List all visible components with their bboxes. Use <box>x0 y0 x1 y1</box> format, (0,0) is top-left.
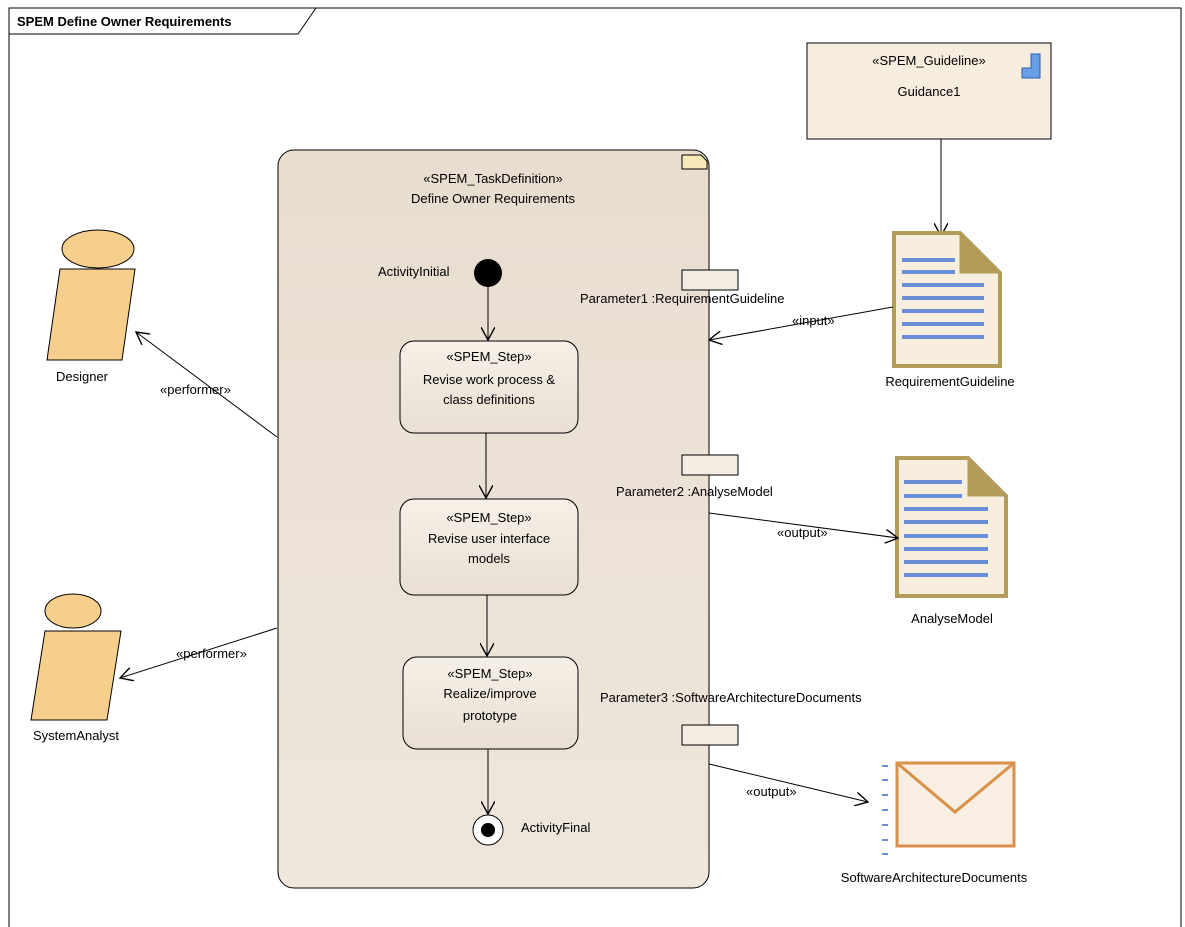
step-name-line1: Realize/improve <box>443 686 536 701</box>
diagram-frame: SPEM Define Owner Requirements <box>8 7 1182 927</box>
step-name-line2: prototype <box>463 708 517 723</box>
step-stereotype: «SPEM_Step» <box>446 510 531 525</box>
parameter-1-name: Parameter1 :RequirementGuideline <box>580 291 785 306</box>
actor-system-analyst[interactable]: SystemAnalyst <box>30 593 122 743</box>
step-name-line2: models <box>468 551 510 566</box>
activity-initial[interactable]: ActivityInitial <box>378 259 502 287</box>
product-requirement-guideline-name: RequirementGuideline <box>885 374 1014 389</box>
step-1[interactable]: «SPEM_Step» Revise work process & class … <box>399 340 579 434</box>
guideline-stereotype: «SPEM_Guideline» <box>872 53 985 68</box>
performer-association-1: «performer» <box>136 332 278 438</box>
parameter-3[interactable]: Parameter3 :SoftwareArchitectureDocument… <box>600 690 862 746</box>
note-icon <box>681 154 708 170</box>
actor-system-analyst-name: SystemAnalyst <box>33 728 119 743</box>
input-label: «input» <box>792 313 835 328</box>
guideline-icon <box>1021 53 1041 79</box>
step-stereotype: «SPEM_Step» <box>446 349 531 364</box>
guideline-name: Guidance1 <box>898 84 961 99</box>
guideline-box[interactable]: «SPEM_Guideline» Guidance1 <box>806 42 1052 140</box>
parameter-1[interactable]: Parameter1 :RequirementGuideline <box>580 269 785 306</box>
task-stereotype: «SPEM_TaskDefinition» <box>423 171 562 186</box>
step-3[interactable]: «SPEM_Step» Realize/improve prototype <box>402 656 579 750</box>
step-2[interactable]: «SPEM_Step» Revise user interface models <box>399 498 579 596</box>
activity-initial-label: ActivityInitial <box>378 264 450 279</box>
step-stereotype: «SPEM_Step» <box>447 666 532 681</box>
product-analyse-model[interactable]: AnalyseModel <box>895 456 1008 626</box>
activity-final-label: ActivityFinal <box>521 820 590 835</box>
document-icon <box>892 231 1002 368</box>
output-label: «output» <box>777 525 828 540</box>
step-name-line1: Revise work process & <box>423 372 556 387</box>
parameter-2[interactable]: Parameter2 :AnalyseModel <box>616 454 773 499</box>
document-icon <box>895 456 1008 598</box>
performer-label: «performer» <box>160 382 231 397</box>
output-association-2: «output» <box>708 763 868 802</box>
product-requirement-guideline[interactable]: RequirementGuideline <box>885 231 1015 389</box>
output-association-1: «output» <box>708 512 898 540</box>
control-flows <box>486 287 488 814</box>
parameter-3-name: Parameter3 :SoftwareArchitectureDocument… <box>600 690 862 705</box>
task-name: Define Owner Requirements <box>411 191 576 206</box>
input-association: «input» <box>709 306 894 340</box>
product-software-architecture-documents[interactable]: SoftwareArchitectureDocuments <box>841 761 1028 885</box>
envelope-icon <box>882 761 1016 855</box>
product-software-architecture-documents-name: SoftwareArchitectureDocuments <box>841 870 1028 885</box>
activity-final[interactable]: ActivityFinal <box>472 814 590 846</box>
parameter-2-name: Parameter2 :AnalyseModel <box>616 484 773 499</box>
output-label: «output» <box>746 784 797 799</box>
actor-designer[interactable]: Designer <box>46 229 136 384</box>
performer-association-2: «performer» <box>120 627 278 678</box>
frame-title: SPEM Define Owner Requirements <box>17 14 232 29</box>
actor-designer-name: Designer <box>56 369 109 384</box>
step-name-line2: class definitions <box>443 392 535 407</box>
step-name-line1: Revise user interface <box>428 531 550 546</box>
performer-label: «performer» <box>176 646 247 661</box>
product-analyse-model-name: AnalyseModel <box>911 611 993 626</box>
